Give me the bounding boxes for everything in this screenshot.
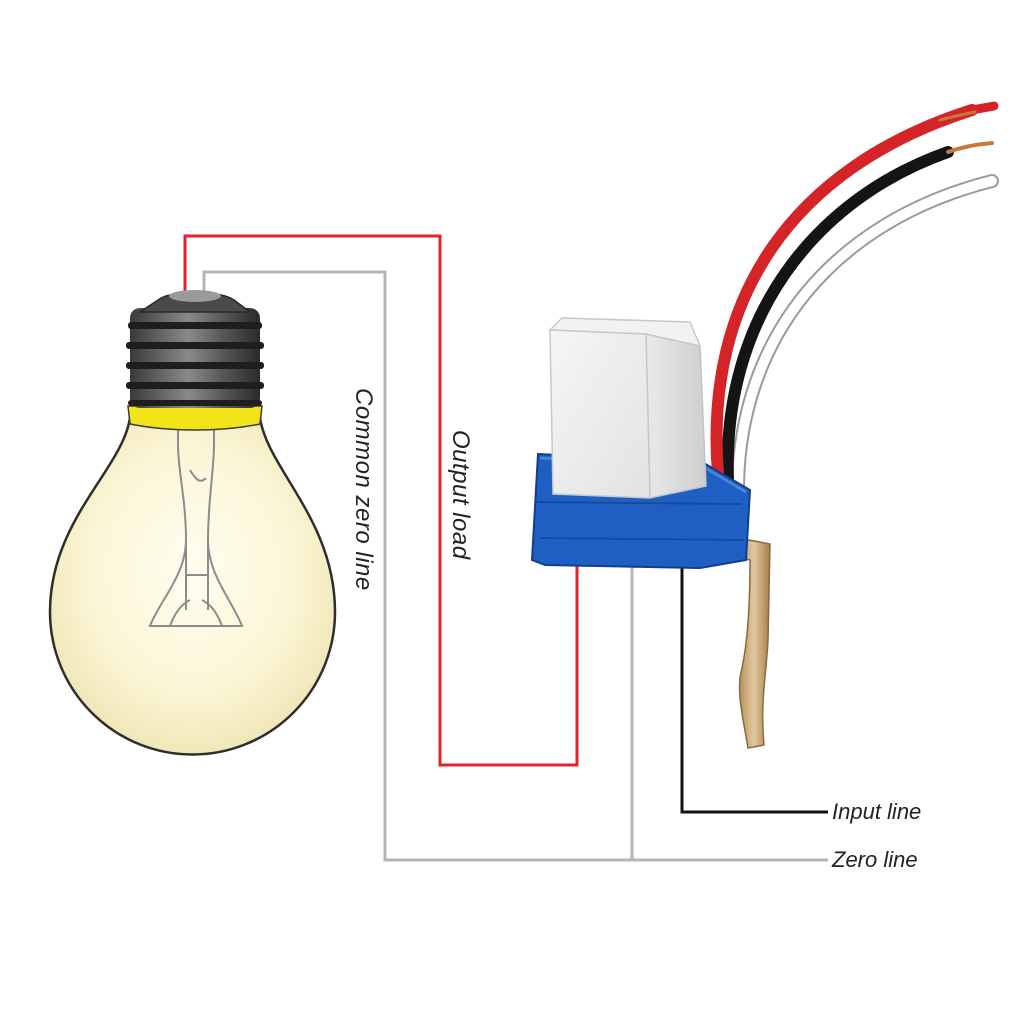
zero-line-label: Zero line — [831, 847, 918, 872]
sensor-cube-front — [549, 329, 651, 499]
input-line-label: Input line — [832, 799, 921, 824]
bulb-screw-base — [126, 290, 264, 408]
red-lead-wire — [710, 104, 978, 480]
output-load-wire — [183, 234, 579, 767]
common-zero-wire — [202, 270, 828, 862]
sensor-cube-side — [645, 333, 707, 499]
light-bulb-icon — [48, 290, 337, 756]
bulb-collar — [127, 405, 263, 431]
sensor-lead-wires — [710, 101, 999, 493]
black-lead-wire — [721, 146, 954, 486]
input-line-wire — [680, 565, 828, 814]
output-load-label: Output load — [447, 430, 474, 560]
mounting-bracket — [737, 537, 771, 749]
photocell-sensor — [530, 317, 771, 749]
white-lead-wire — [733, 176, 997, 491]
bulb-glass — [48, 416, 337, 756]
bulb-filament — [148, 418, 244, 627]
common-zero-line-label: Common zero line — [350, 388, 377, 591]
